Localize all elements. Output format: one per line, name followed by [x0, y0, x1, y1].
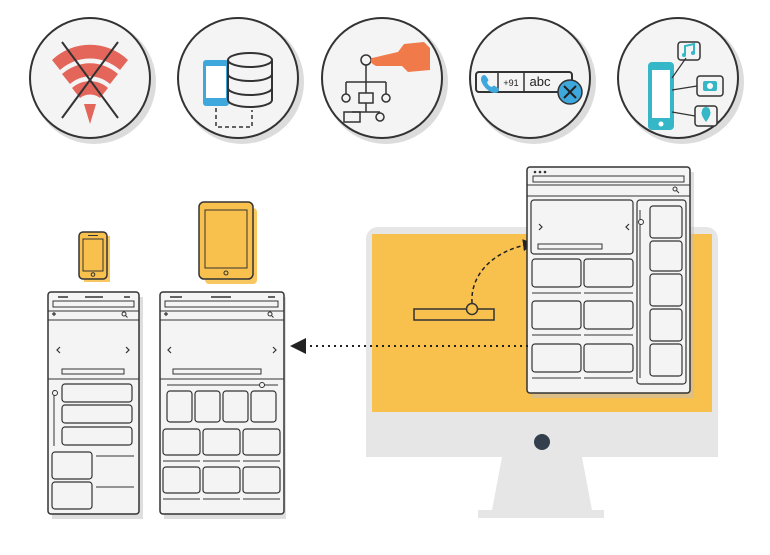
smartphone-device-icon [79, 232, 110, 282]
no-wifi-icon [30, 18, 156, 144]
invalid-phone-field-icon: +91 abc [470, 18, 596, 144]
hand-pointer-sitemap-icon [322, 18, 448, 144]
mobile-database-sync-icon [178, 18, 304, 144]
tablet-device-icon [199, 202, 257, 284]
mobile-media-features-icon [618, 18, 744, 144]
mobile-wireframe [48, 292, 143, 519]
country-code-text: +91 [503, 78, 518, 88]
monitor-power-button [534, 434, 550, 450]
desktop-wireframe [527, 167, 694, 398]
input-value-text: abc [530, 74, 551, 89]
tablet-wireframe [160, 292, 286, 519]
